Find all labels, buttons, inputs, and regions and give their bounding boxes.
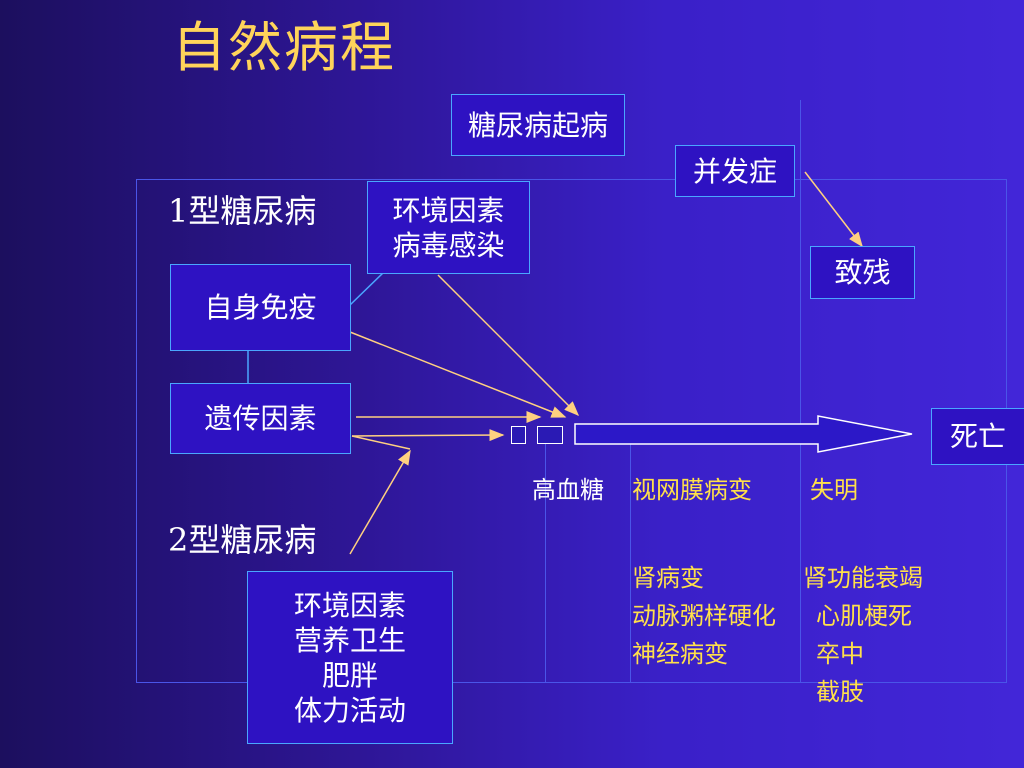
outcome-amputation: 截肢 [816,678,864,706]
divider-1 [545,440,546,683]
arrow-env2-merge [351,435,411,450]
stage-square-small [511,426,526,444]
arrow-autoimmune-center [349,331,567,418]
arrow-env1-center [437,274,580,417]
frame-left-line [136,179,137,683]
onset-box: 糖尿病起病 [451,94,625,156]
hyperglycemia-label: 高血糖 [532,476,604,504]
env2-line-1: 环境因素 [293,588,406,622]
env2-line-2: 营养卫生 [293,623,406,657]
outcome-mi: 心肌梗死 [816,602,912,630]
page-title: 自然病程 [172,16,396,79]
autoimmune-box: 自身免疫 [170,264,351,351]
type1-label: 1型糖尿病 [168,192,317,230]
autoimmune-label: 自身免疫 [204,291,317,324]
genetic-box: 遗传因素 [170,383,351,454]
outcome-blindness: 失明 [810,476,858,504]
arrow-genetic-square [351,429,505,442]
env2-box: 环境因素 营养卫生 肥胖 体力活动 [247,571,453,744]
complication-box: 并发症 [675,145,795,197]
env1-line-2: 病毒感染 [392,228,505,262]
env2-line-4: 体力活动 [293,693,406,727]
complication-label: 并发症 [692,154,777,188]
complication-atherosclerosis: 动脉粥样硬化 [632,602,776,630]
type2-label: 2型糖尿病 [168,521,317,559]
genetic-label: 遗传因素 [204,402,317,435]
arrow-complication-disability [804,171,863,248]
complication-neuropathy: 神经病变 [632,640,728,668]
frame-top-line [136,179,1007,180]
env1-box: 环境因素 病毒感染 [367,181,530,274]
onset-label: 糖尿病起病 [467,108,608,142]
env1-line-1: 环境因素 [392,193,505,227]
frame-bottom-line [136,682,1007,683]
outcome-renal-failure: 肾功能衰竭 [803,564,923,592]
disability-box: 致残 [810,246,915,299]
arrow-type2-env [349,449,411,555]
divider-2 [630,440,631,683]
progression-arrow [574,415,913,453]
stage-square [537,426,563,444]
complication-nephropathy: 肾病变 [632,564,704,592]
death-label: 死亡 [949,420,1006,453]
death-box: 死亡 [931,408,1024,465]
complication-retinopathy: 视网膜病变 [632,476,752,504]
env2-line-3: 肥胖 [321,658,378,692]
disability-label: 致残 [834,256,891,289]
divider-3 [800,100,801,683]
outcome-stroke: 卒中 [816,640,864,668]
link-autoimmune-env1 [349,271,385,306]
